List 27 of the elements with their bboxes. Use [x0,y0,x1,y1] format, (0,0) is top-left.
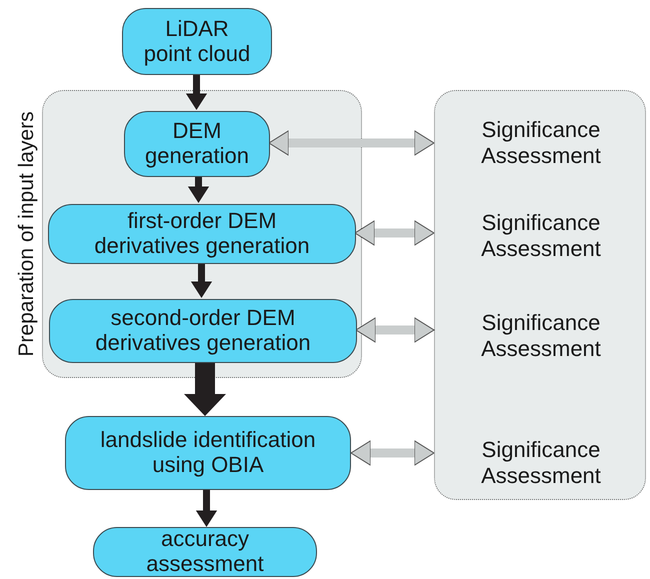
process-box [93,527,317,577]
arrow [186,75,208,110]
arrow [354,220,434,246]
arrow [188,176,210,203]
process-box [49,299,357,363]
box-text: second-order DEM derivatives generation [94,306,312,356]
box-text: LiDAR point cloud [142,16,252,66]
arrow [356,317,434,343]
assessment-text: Significance Assessment [435,113,647,173]
process-box [65,416,351,490]
assessment-text: Significance Assessment [435,306,647,366]
side-panel [434,90,646,500]
box-text: accuracy assessment [145,527,265,577]
arrow [190,263,212,298]
process-box [48,204,356,264]
process-box [122,8,272,75]
box-text: landslide identification using OBIA [99,428,317,478]
arrow [268,130,434,156]
assessment-text: Significance Assessment [435,206,647,266]
box-text: DEM generation [144,119,250,169]
group-label: Preparation of input layers [15,111,39,357]
arrow [184,362,226,416]
process-box [124,111,270,177]
assessment-text: Significance Assessment [435,433,647,493]
box-text: first-order DEM derivatives generation [93,209,311,259]
arrow [350,440,434,466]
arrow [196,490,218,527]
